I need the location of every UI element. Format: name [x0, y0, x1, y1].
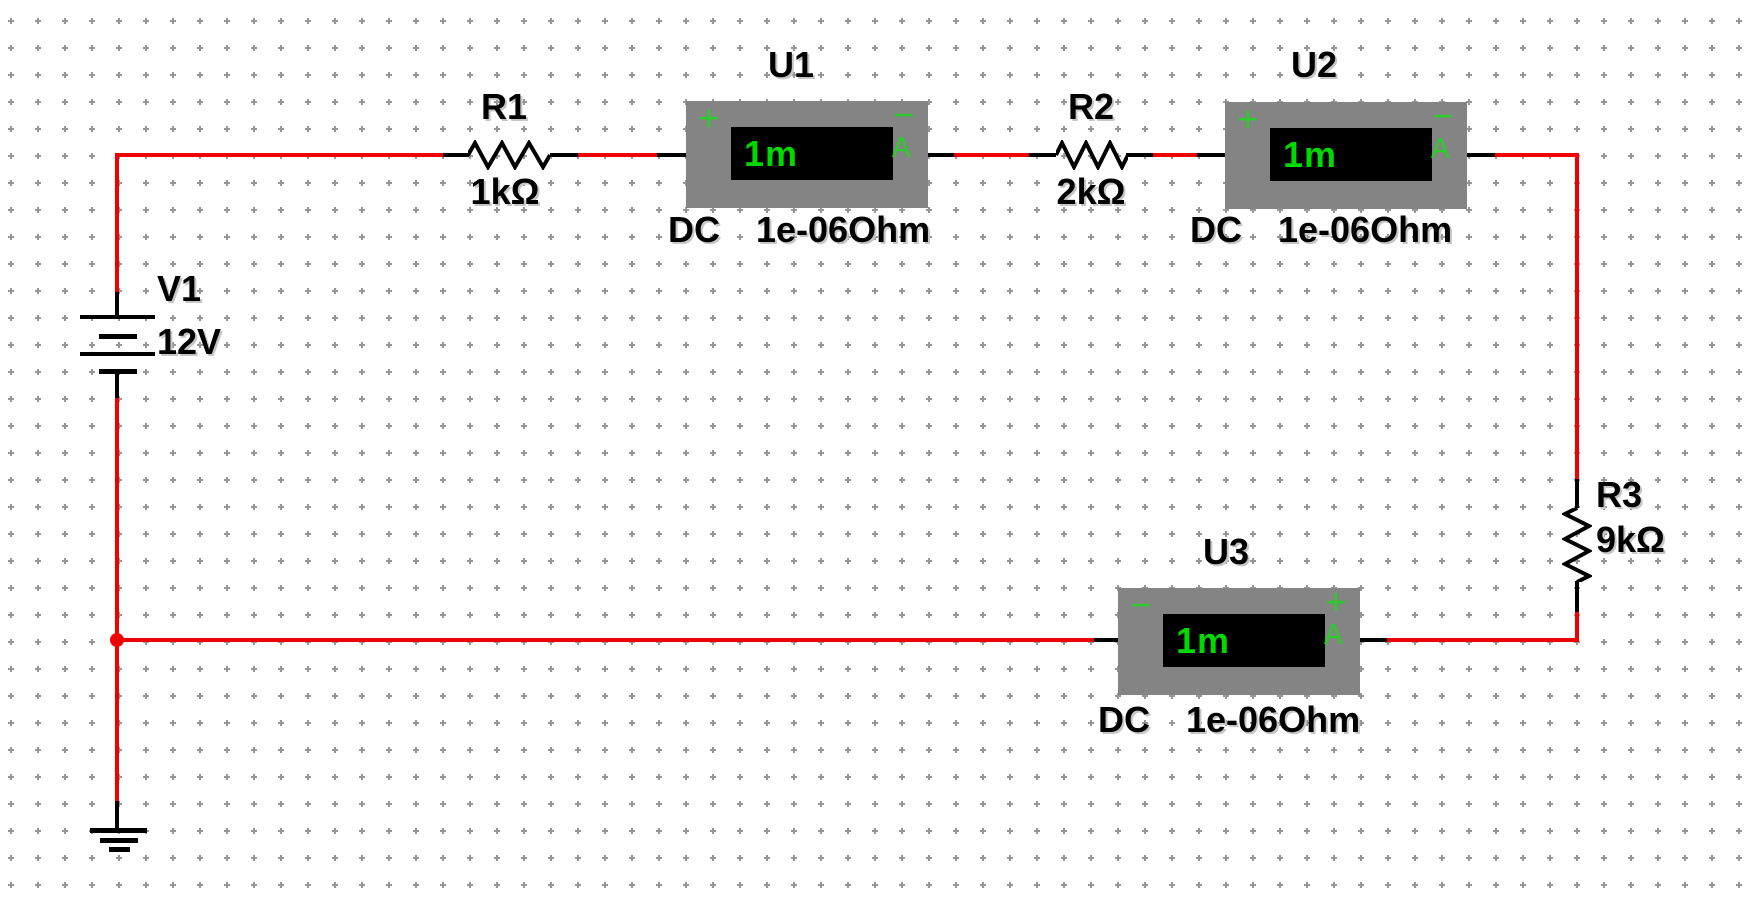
label-u2-ref[interactable]: U2	[1290, 44, 1338, 85]
wire-segment[interactable]	[115, 638, 1097, 642]
component-lead	[550, 153, 578, 157]
component-lead	[1029, 153, 1056, 157]
plus-polarity-mark: +	[1237, 101, 1259, 142]
component-lead	[115, 801, 119, 830]
ammeter-u1[interactable]: + − 1m A	[686, 97, 928, 208]
label-r1-value[interactable]: 1kΩ	[470, 171, 540, 212]
ammeter-u1-settings: DC 1e-06Ohm	[668, 212, 930, 248]
component-lead	[1467, 153, 1495, 157]
plus-polarity-mark: +	[698, 100, 720, 141]
ampere-unit-mark: A	[1431, 133, 1450, 168]
component-lead	[1126, 153, 1153, 157]
component-lead	[115, 292, 119, 319]
ammeter-u2-settings: DC 1e-06Ohm	[1190, 212, 1452, 248]
component-lead	[1094, 638, 1119, 642]
wire-segment[interactable]	[115, 153, 445, 157]
ampere-unit-mark: A	[1324, 619, 1343, 654]
battery-short-plate	[99, 334, 137, 339]
meter-internal-resistance: 1e-06Ohm	[756, 209, 931, 250]
label-r3-ref[interactable]: R3	[1596, 474, 1643, 515]
wire-segment[interactable]	[115, 155, 119, 294]
minus-polarity-mark: −	[1130, 587, 1152, 628]
component-lead	[443, 153, 469, 157]
ground-bar	[109, 847, 130, 852]
ammeter-display: 1m	[731, 127, 893, 180]
meter-mode: DC	[1098, 699, 1150, 740]
minus-polarity-mark: −	[1432, 98, 1454, 139]
wire-segment[interactable]	[115, 396, 119, 805]
component-lead	[1575, 581, 1579, 612]
label-r2-value[interactable]: 2kΩ	[1056, 171, 1126, 212]
ammeter-u2[interactable]: + − 1m A	[1225, 98, 1467, 209]
battery-short-plate	[99, 369, 137, 374]
wire-segment[interactable]	[1152, 153, 1198, 157]
component-lead	[927, 153, 954, 157]
label-v1-ref[interactable]: V1	[157, 268, 202, 309]
resistor-symbol-r1[interactable]	[468, 140, 550, 170]
meter-mode: DC	[1190, 209, 1242, 250]
meter-internal-resistance: 1e-06Ohm	[1278, 209, 1453, 250]
meter-mode: DC	[668, 209, 720, 250]
minus-polarity-mark: −	[893, 97, 915, 138]
current-reading: 1m	[744, 133, 799, 174]
label-v1-value[interactable]: 12V	[157, 321, 222, 362]
ammeter-display: 1m	[1270, 128, 1432, 181]
label-r1-ref[interactable]: R1	[480, 86, 528, 127]
component-lead	[1197, 153, 1226, 157]
component-lead	[1575, 479, 1579, 508]
label-u1-ref[interactable]: U1	[767, 44, 815, 85]
plus-polarity-mark: +	[1325, 584, 1347, 625]
ammeter-display: 1m	[1163, 614, 1325, 667]
wire-segment[interactable]	[577, 153, 658, 157]
wire-segment[interactable]	[953, 153, 1031, 157]
wire-segment[interactable]	[1386, 638, 1579, 642]
ammeter-u3[interactable]: − + 1m A	[1118, 584, 1360, 695]
meter-internal-resistance: 1e-06Ohm	[1186, 699, 1361, 740]
current-reading: 1m	[1176, 620, 1231, 661]
ground-bar	[90, 828, 147, 833]
ammeter-u3-settings: DC 1e-06Ohm	[1098, 702, 1360, 738]
label-r2-ref[interactable]: R2	[1067, 86, 1115, 127]
current-reading: 1m	[1283, 134, 1338, 175]
wire-segment[interactable]	[1575, 153, 1579, 481]
ground-bar	[100, 838, 138, 843]
label-u3-ref[interactable]: U3	[1202, 531, 1250, 572]
component-lead	[657, 153, 686, 157]
component-lead	[115, 371, 119, 398]
battery-long-plate	[80, 315, 155, 319]
wire-junction-dot	[110, 633, 124, 647]
battery-long-plate	[80, 352, 155, 356]
resistor-symbol-r2[interactable]	[1056, 140, 1128, 170]
resistor-symbol-r3[interactable]	[1562, 508, 1592, 582]
component-lead	[1358, 638, 1387, 642]
ampere-unit-mark: A	[892, 132, 911, 167]
wire-segment[interactable]	[1575, 611, 1579, 642]
label-r3-value[interactable]: 9kΩ	[1596, 519, 1665, 560]
wire-segment[interactable]	[1494, 153, 1579, 157]
